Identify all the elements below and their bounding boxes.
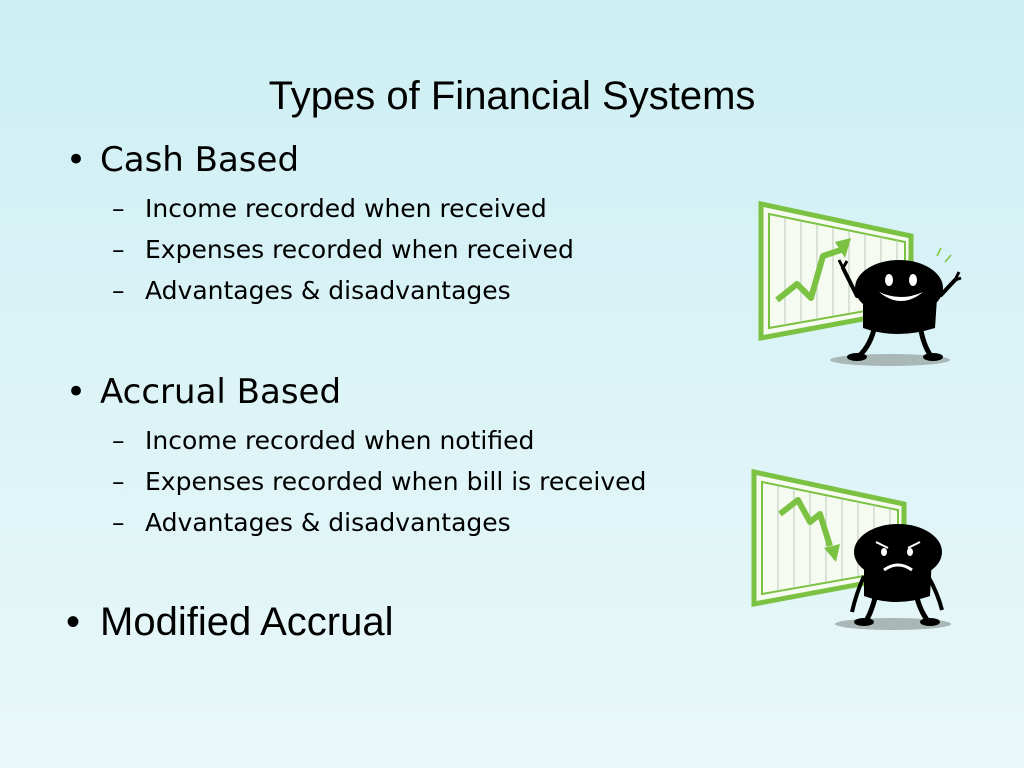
- sub-item: – Advantages & disadvantages: [60, 270, 574, 311]
- dash-icon: –: [112, 426, 125, 455]
- section-modified-accrual: • Modified Accrual: [60, 600, 393, 646]
- sub-list: – Income recorded when received – Expens…: [60, 188, 574, 311]
- sub-item: – Advantages & disadvantages: [60, 502, 646, 543]
- sub-item-text: Income recorded when received: [145, 194, 547, 223]
- sub-item-text: Advantages & disadvantages: [145, 508, 511, 537]
- sub-item-text: Expenses recorded when bill is received: [145, 467, 647, 496]
- bullet-icon: •: [66, 140, 87, 180]
- dash-icon: –: [112, 467, 125, 496]
- sad-character-icon: [835, 524, 951, 630]
- bullet-heading: • Accrual Based: [60, 370, 646, 414]
- sub-item: – Income recorded when notified: [60, 420, 646, 461]
- sub-item-text: Income recorded when notified: [145, 426, 535, 455]
- heading-text: Accrual Based: [100, 372, 342, 412]
- happy-chart-clipart: [758, 200, 962, 366]
- dash-icon: –: [112, 276, 125, 305]
- slide-title: Types of Financial Systems: [268, 74, 756, 118]
- heading-text: Modified Accrual: [100, 600, 394, 644]
- dash-icon: –: [112, 194, 125, 223]
- sub-list: – Income recorded when notified – Expens…: [60, 420, 646, 543]
- heading-text: Cash Based: [100, 140, 300, 180]
- sub-item: – Income recorded when received: [60, 188, 574, 229]
- bullet-heading: • Modified Accrual: [60, 600, 393, 646]
- dash-icon: –: [112, 235, 125, 264]
- section-cash-based: • Cash Based – Income recorded when rece…: [60, 138, 574, 311]
- rising-arrow-icon: [775, 238, 851, 303]
- sub-item-text: Expenses recorded when received: [145, 235, 574, 264]
- falling-arrow-icon: [778, 497, 840, 562]
- sub-item: – Expenses recorded when bill is receive…: [60, 461, 646, 502]
- sub-item: – Expenses recorded when received: [60, 229, 574, 270]
- happy-character-icon: [830, 247, 962, 366]
- bullet-icon: •: [66, 600, 81, 644]
- sub-item-text: Advantages & disadvantages: [145, 276, 511, 305]
- dash-icon: –: [112, 508, 125, 537]
- sad-chart-clipart: [751, 468, 951, 630]
- bullet-icon: •: [66, 372, 87, 412]
- bullet-heading: • Cash Based: [60, 138, 574, 182]
- section-accrual-based: • Accrual Based – Income recorded when n…: [60, 370, 646, 543]
